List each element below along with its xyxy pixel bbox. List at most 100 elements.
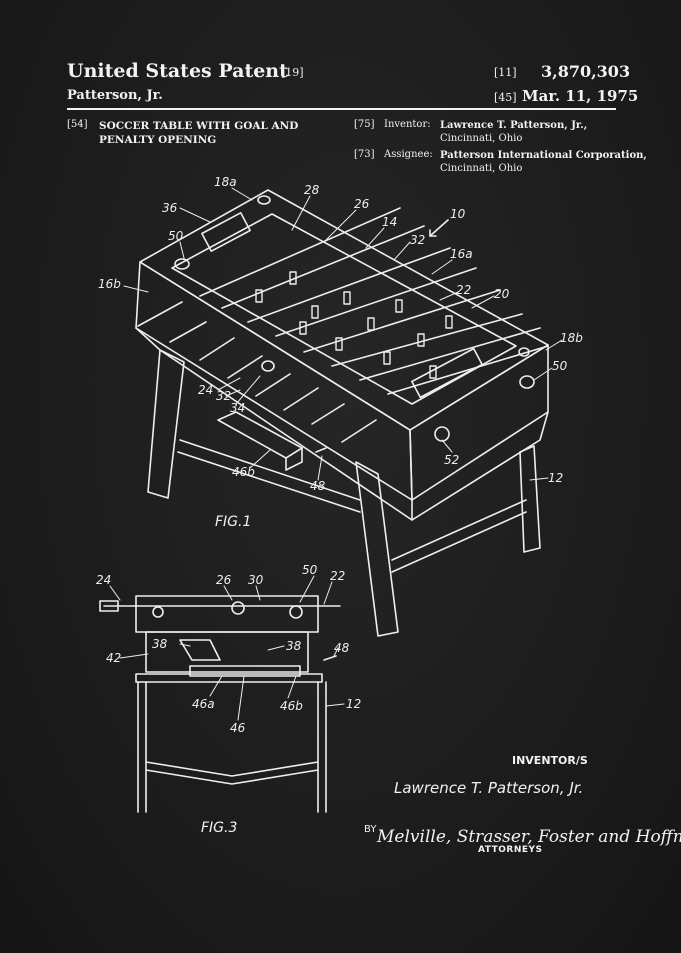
ref-label: 22 — [456, 283, 471, 297]
inventor-name: Lawrence T. Patterson, Jr., — [440, 120, 588, 131]
ref-label: 50 — [302, 563, 318, 577]
ref-label: 26 — [216, 573, 232, 587]
patent-number: 3,870,303 — [541, 62, 631, 81]
table-playfield — [171, 213, 517, 405]
stretcher-right — [391, 499, 527, 561]
code-75: [75] — [354, 119, 375, 130]
player-rods — [137, 207, 549, 443]
ref-label: 42 — [106, 651, 121, 665]
fig3-goal-46 — [189, 665, 301, 677]
assignee-city: Cincinnati, Ohio — [440, 163, 523, 174]
ref-label: 46b — [232, 465, 255, 479]
fig3-ball-left — [152, 606, 164, 618]
ref-label: 12 — [548, 471, 563, 485]
patent-title: United States Patent — [67, 60, 288, 82]
players — [255, 271, 453, 379]
inventor-short-name: Patterson, Jr. — [67, 88, 163, 103]
ref-label: 26 — [354, 197, 370, 211]
leg-front-left — [147, 349, 185, 499]
ref-label: 28 — [304, 183, 320, 197]
ref-label: 24 — [198, 383, 213, 397]
ref-label: 46 — [230, 721, 246, 735]
fig3-ref-labels: 24 26 30 50 22 38 42 38 48 46a 46b 12 46 — [96, 563, 361, 735]
inventor-signature: Lawrence T. Patterson, Jr. — [394, 779, 584, 797]
ref-label: 14 — [382, 215, 397, 229]
ref-label: 18b — [560, 331, 583, 345]
ball-50-left — [174, 258, 190, 270]
ref-label: 20 — [494, 287, 510, 301]
fig3-slide-38 — [179, 639, 221, 661]
inventor-label: Inventor: — [384, 119, 431, 130]
fig3-cabinet — [145, 631, 309, 673]
stretcher-right-b — [391, 511, 527, 573]
fig3-handle-24 — [99, 600, 119, 612]
ball-52 — [434, 426, 450, 442]
assignee-name: Patterson International Corporation, — [440, 150, 647, 161]
goal-box-46b-end — [285, 447, 303, 471]
code-45: [45] — [494, 91, 517, 104]
invention-title-line1: SOCCER TABLE WITH GOAL AND — [99, 120, 299, 132]
code-54: [54] — [67, 119, 88, 130]
fig1-drawing — [123, 187, 563, 637]
ref-label: 46b — [280, 699, 303, 713]
ref-label: 38 — [152, 637, 168, 651]
ref-label: 50 — [168, 229, 184, 243]
cup-18a — [257, 195, 271, 205]
ref-label: 38 — [286, 639, 302, 653]
fig3-stretcher-b — [145, 769, 319, 785]
ref-label: 34 — [230, 401, 245, 415]
invention-title-line2: PENALTY OPENING — [99, 134, 217, 146]
fig3-stretcher — [145, 761, 319, 777]
code-19: [19] — [281, 66, 304, 79]
by-label: BY — [364, 824, 377, 835]
ref-label: 18a — [214, 175, 237, 189]
arrow-10 — [429, 219, 449, 237]
fig3-drawing — [99, 575, 345, 813]
ball-48 — [315, 447, 327, 453]
ref-label: 46a — [192, 697, 215, 711]
fig3-ball-50 — [289, 605, 303, 619]
goal-20 — [411, 347, 483, 399]
table-cabinet — [135, 327, 549, 521]
fig3-leaders — [109, 575, 345, 721]
ref-label: 36 — [162, 201, 178, 215]
fig3-caption: FIG.3 — [201, 820, 238, 836]
ref-label: 16a — [450, 247, 473, 261]
fig3-apron — [135, 673, 323, 683]
fig1-caption: FIG.1 — [215, 514, 252, 530]
code-11: [11] — [494, 66, 517, 79]
stretcher-left — [179, 439, 361, 501]
inventor-city: Cincinnati, Ohio — [440, 133, 523, 144]
stretcher-left-b — [177, 451, 361, 513]
invention-title: SOCCER TABLE WITH GOAL AND PENALTY OPENI… — [99, 119, 309, 147]
inventor-value: Lawrence T. Patterson, Jr., Cincinnati, … — [440, 119, 587, 145]
inventors-label: INVENTOR/S — [512, 754, 588, 767]
ref-label: 32 — [216, 389, 231, 403]
assignee-value: Patterson International Corporation, Cin… — [440, 149, 647, 175]
leg-back-right — [519, 445, 541, 553]
goal-36 — [201, 212, 251, 252]
ref-label: 48 — [310, 479, 326, 493]
ball-50-right — [519, 375, 535, 389]
ball-34 — [261, 360, 275, 372]
ref-label: 48 — [334, 641, 350, 655]
attorneys-label: ATTORNEYS — [478, 845, 543, 855]
ref-label: 32 — [410, 233, 425, 247]
ref-label: 12 — [346, 697, 361, 711]
ref-label: 52 — [444, 453, 459, 467]
arrow-10-head — [429, 229, 437, 237]
ref-label: 22 — [330, 569, 345, 583]
ref-label: 16b — [98, 277, 121, 291]
header-rule — [67, 108, 616, 110]
attorneys-signature: Melville, Strasser, Foster and Hoffman — [377, 827, 681, 847]
fig3-ball-48 — [323, 655, 337, 661]
code-73: [73] — [354, 149, 375, 160]
fig3-ball-26 — [231, 601, 245, 615]
fig1-leaders — [123, 187, 563, 481]
patent-date: Mar. 11, 1975 — [522, 87, 639, 105]
goal-box-46b — [217, 411, 303, 459]
leg-front-right — [355, 461, 399, 637]
fig1-ref-labels: 18a 28 36 26 14 10 50 32 16a 16b 22 20 1… — [98, 175, 583, 493]
